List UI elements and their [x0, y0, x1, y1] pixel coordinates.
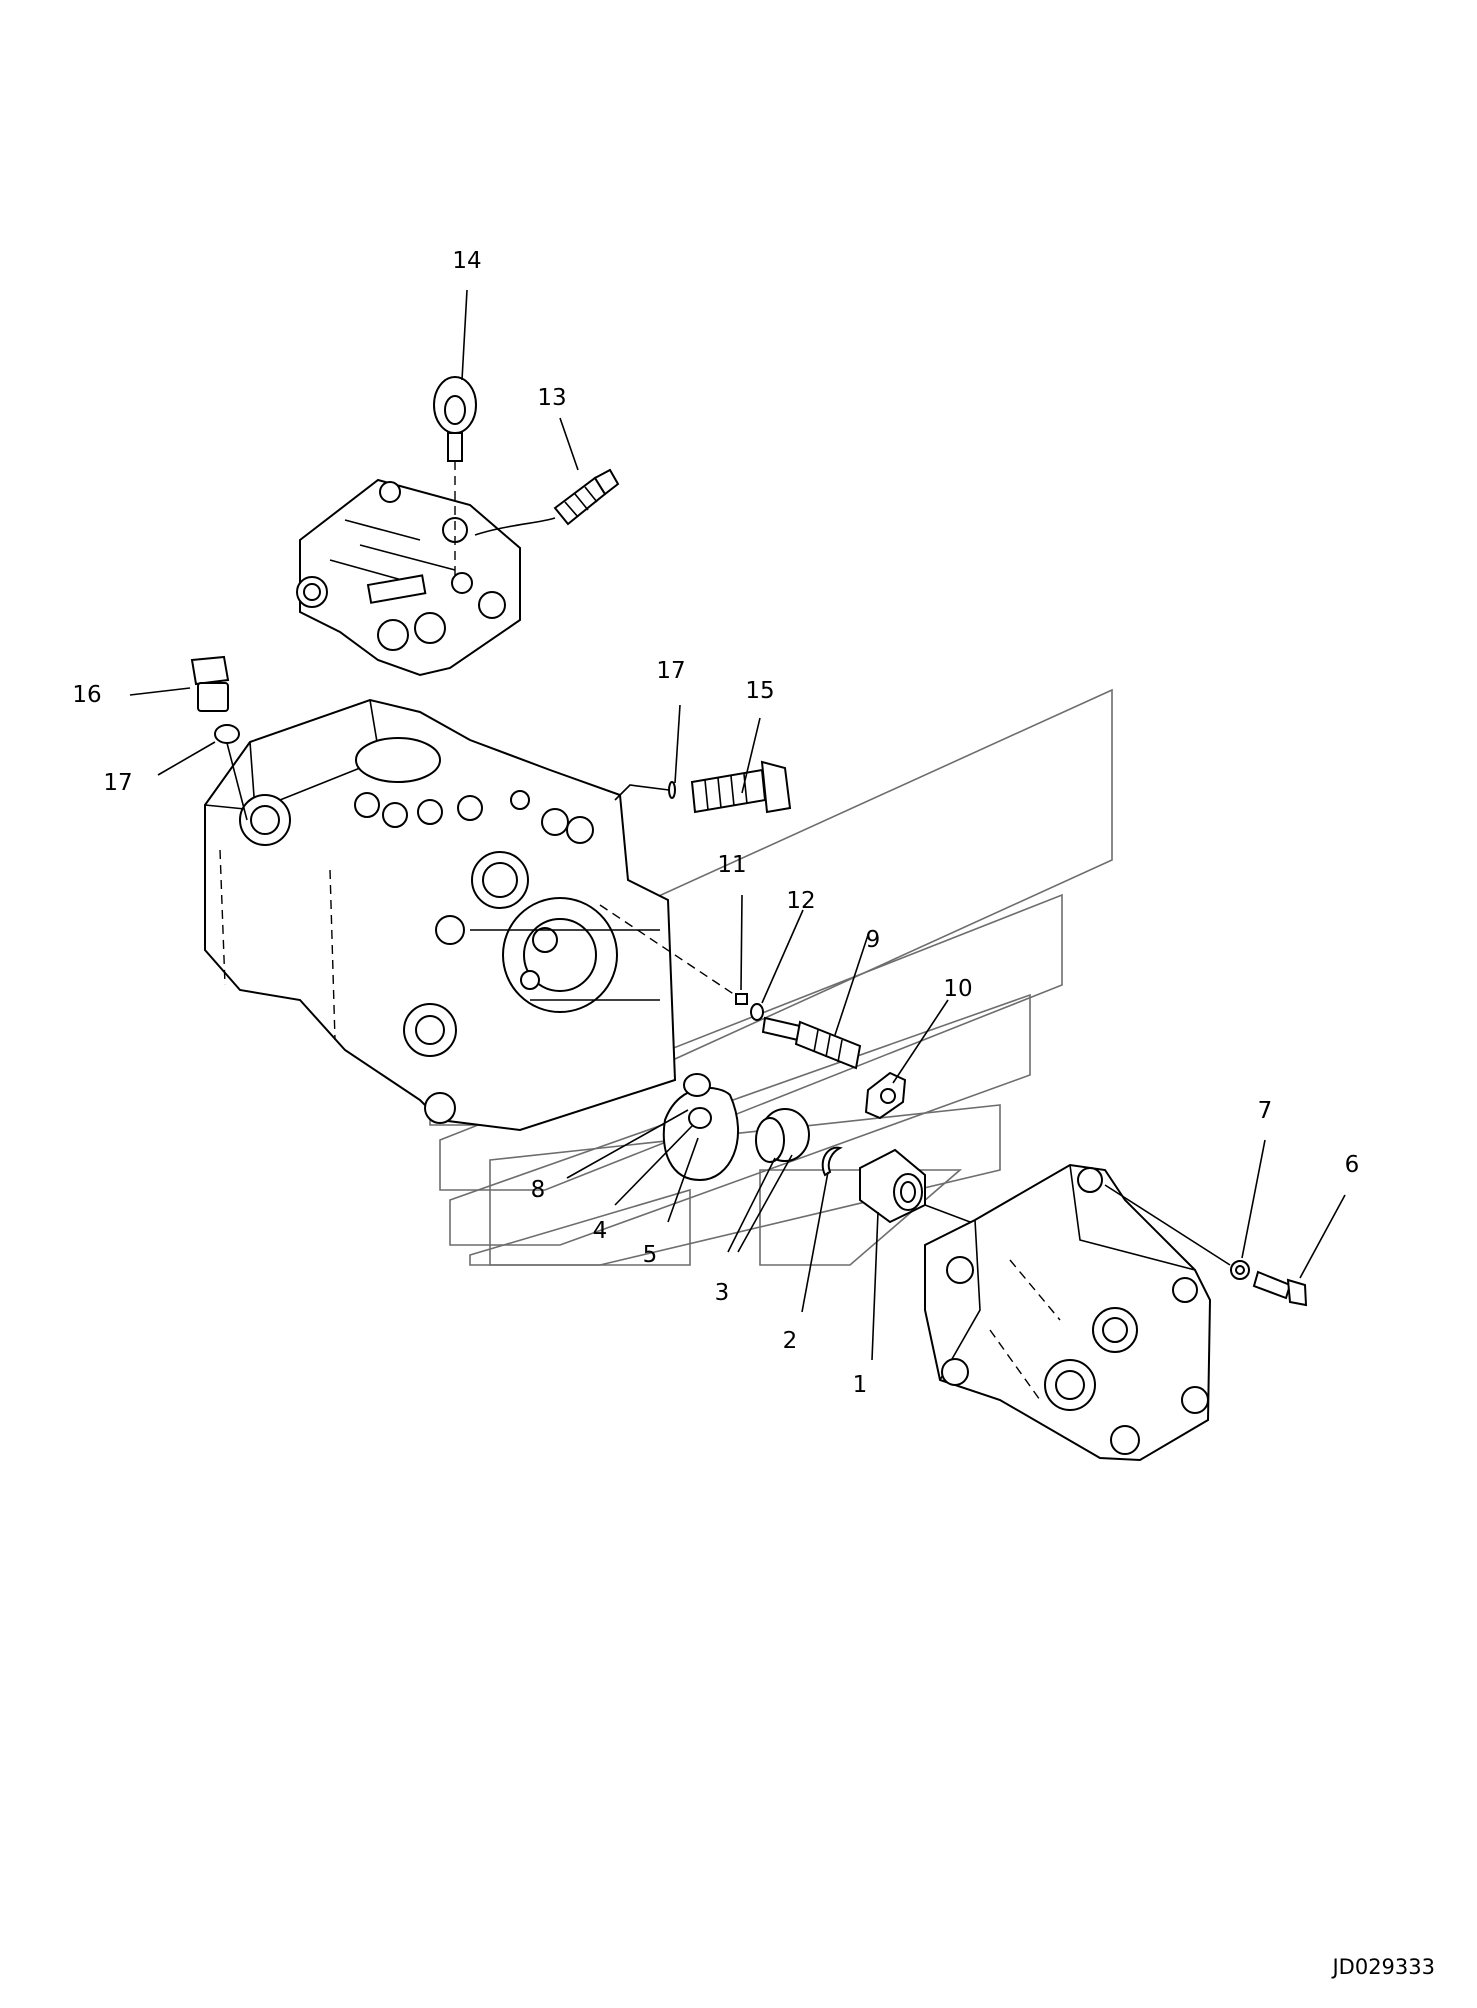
callout-17-left: 17 — [103, 770, 132, 796]
callout-6: 6 — [1345, 1152, 1360, 1178]
eye-bolt-part — [433, 376, 477, 580]
leader-lines — [129, 289, 1346, 1361]
callout-8: 8 — [531, 1177, 546, 1203]
gear-pump-body — [924, 1163, 1231, 1462]
bolt-15-part — [614, 760, 792, 814]
coupling-part — [864, 1071, 907, 1120]
callout-9: 9 — [866, 927, 881, 953]
callout-16: 16 — [72, 682, 101, 708]
callout-5: 5 — [643, 1242, 658, 1268]
callout-14: 14 — [452, 248, 481, 274]
main-pump-body — [204, 698, 677, 1132]
bearing-part — [755, 1108, 810, 1163]
breather-fitting-part — [474, 468, 620, 536]
callout-labels: 14 13 16 17 17 15 11 12 9 10 8 4 5 3 2 1… — [72, 248, 1359, 1398]
callout-4: 4 — [593, 1218, 608, 1244]
callout-2: 2 — [783, 1328, 798, 1354]
callout-17-right: 17 — [656, 658, 685, 684]
snap-ring-part — [821, 1146, 843, 1177]
callout-1: 1 — [853, 1372, 868, 1398]
callout-12: 12 — [786, 888, 815, 914]
top-valve-block — [296, 478, 521, 677]
washer-bolt-6-7 — [1230, 1260, 1308, 1307]
callout-15: 15 — [745, 678, 774, 704]
diagram-reference-code: JD029333 — [1330, 1955, 1435, 1979]
callout-11: 11 — [717, 852, 746, 878]
callout-13: 13 — [537, 385, 566, 411]
callout-7: 7 — [1258, 1098, 1273, 1124]
gasket-plate-part — [662, 1073, 739, 1182]
plug-part — [190, 655, 248, 821]
sleeve-part — [859, 1148, 1000, 1226]
shaft-part — [761, 1016, 862, 1070]
callout-10: 10 — [943, 976, 972, 1002]
callout-3: 3 — [715, 1280, 730, 1306]
small-parts-11-12 — [599, 904, 764, 1021]
